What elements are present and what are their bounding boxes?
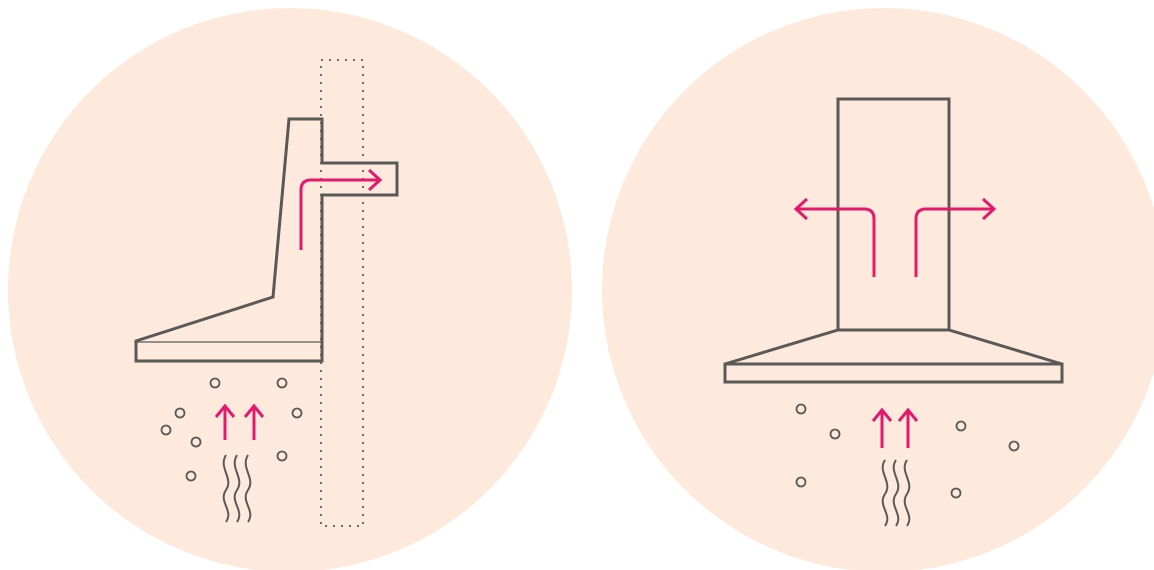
ducted-hood-body — [134, 117, 399, 363]
rising-air-arrows — [214, 403, 265, 440]
vent-outside-arrow — [299, 168, 383, 250]
recirculating-hood-panel — [602, 8, 1154, 570]
grease-particles-right — [795, 403, 1020, 499]
recirculation-arrow-right — [914, 197, 997, 277]
hood-base-plate — [723, 362, 1064, 384]
steam-lines-right — [881, 459, 911, 527]
steam-lines — [222, 454, 252, 523]
left-background-circle — [8, 8, 572, 570]
right-background-circle — [602, 8, 1154, 570]
rising-air-arrows-right — [871, 407, 919, 448]
ducted-hood-panel — [8, 8, 572, 570]
recirculation-arrow-left — [793, 197, 876, 277]
grease-particles — [160, 377, 303, 482]
wall-outline — [320, 59, 364, 527]
